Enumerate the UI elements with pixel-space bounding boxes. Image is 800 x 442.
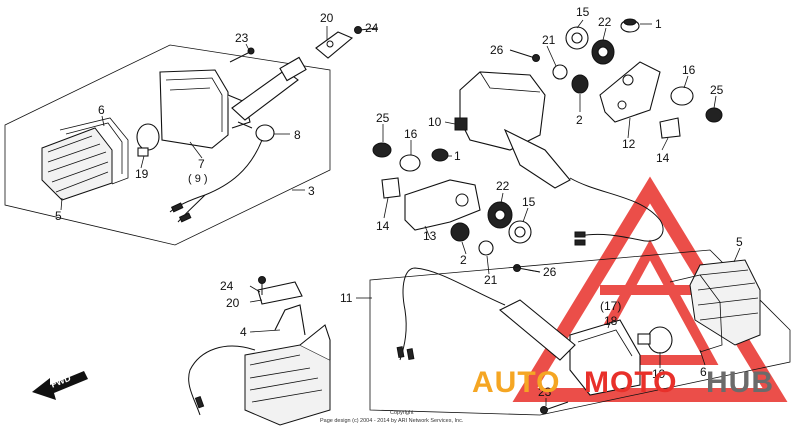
grommet-1-mid-icon: [431, 148, 449, 162]
bulb-19-icon: [136, 123, 160, 157]
bracket-13-icon: [404, 179, 481, 231]
clip-14-mid-icon: [381, 177, 401, 199]
callout-6-right: 6: [700, 365, 707, 379]
washer-22-top-icon: [591, 39, 615, 65]
callout-15: 15: [576, 5, 590, 19]
callout-22: 22: [598, 15, 612, 29]
lens-5-icon: [41, 127, 113, 201]
callout-5: 5: [55, 209, 62, 223]
bulb-19-right-icon: [637, 326, 673, 354]
turn-signal-10-icon: [454, 71, 664, 246]
callout-16-mid: 16: [404, 127, 418, 141]
callout-15-mid: 15: [522, 195, 536, 209]
callout-8: 8: [294, 128, 301, 142]
callout-1-mid: 1: [454, 149, 461, 163]
callout-19-right: 19: [652, 367, 666, 381]
callout-11: 11: [340, 291, 353, 305]
collar-16-top-icon: [670, 86, 694, 106]
grommet-8-icon: [237, 121, 275, 142]
nut-25-mid-icon: [372, 142, 392, 158]
clamp-20-lower-icon: [257, 281, 303, 305]
callout-10: 10: [428, 115, 442, 129]
callout-14-mid: 14: [376, 219, 390, 233]
rear-wire-icon: [399, 267, 506, 361]
copyright-line-2: Page design (c) 2004 - 2014 by ARI Netwo…: [320, 418, 464, 424]
washer-22-mid-icon: [487, 201, 513, 229]
spacer-21-mid-icon: [478, 240, 494, 256]
callout-20-lower: 20: [226, 296, 240, 310]
callout-3: 3: [308, 184, 315, 198]
bolt-26-top-icon: [509, 49, 540, 62]
grommet-1-top-icon: [620, 18, 640, 33]
front-left-assembly: [4, 44, 331, 246]
gasket-6-right-icon: [669, 274, 723, 353]
collar-16-mid-icon: [399, 154, 421, 172]
callout-19: 19: [135, 167, 149, 181]
wire-harness-icon: [169, 139, 263, 213]
signal-stem-icon: [499, 299, 576, 361]
nut-25-top-icon: [705, 107, 723, 123]
callout-labels: 20 24 23 6 5 19 7 ( 9 ) 8 3 15 22 1 26 2…: [55, 5, 743, 399]
callout-12: 12: [622, 137, 636, 151]
callout-2: 2: [576, 113, 583, 127]
rear-right-assembly: [369, 249, 791, 416]
callout-7-sub: ( 9 ): [188, 173, 208, 185]
watermark-hub: HUB: [706, 366, 774, 399]
callout-25: 25: [710, 83, 724, 97]
callout-26: 26: [490, 43, 504, 57]
collar-15-top-icon: [565, 26, 589, 50]
bracket-12-icon: [599, 61, 661, 123]
spacer-21-top-icon: [552, 64, 568, 80]
watermark-text: AUTO MOTO HUB: [472, 366, 774, 399]
gasket-6-icon: [59, 117, 129, 185]
watermark-moto: MOTO: [584, 366, 677, 399]
screw-23-icon: [229, 47, 255, 63]
callout-23: 23: [235, 31, 249, 45]
callout-21: 21: [542, 33, 556, 47]
callout-4: 4: [240, 325, 247, 339]
screw-23-lower-icon: [540, 401, 569, 414]
callout-6: 6: [98, 103, 105, 117]
callout-5-right: 5: [736, 235, 743, 249]
callout-2-mid: 2: [460, 253, 467, 267]
fwd-arrow-icon: [32, 371, 88, 400]
callout-1: 1: [655, 17, 662, 31]
callout-17: (17): [600, 299, 621, 313]
callout-21-mid: 21: [484, 273, 498, 287]
copyright-line-1: Copyright: [390, 410, 414, 416]
screw-24-icon: [354, 26, 379, 34]
screw-24-lower-icon: [258, 276, 266, 295]
callout-14: 14: [656, 151, 670, 165]
callout-24: 24: [365, 21, 379, 35]
clamp-20-icon: [315, 31, 354, 59]
watermark-auto: AUTO: [472, 366, 560, 399]
callout-26-mid: 26: [543, 265, 557, 279]
leader-lines: [60, 19, 741, 406]
mounting-stay-icon: [231, 69, 299, 121]
callout-7: 7: [198, 157, 205, 171]
callout-25-mid: 25: [376, 111, 390, 125]
grommet-2-mid-icon: [450, 222, 470, 242]
callout-18: 18: [604, 314, 618, 328]
callout-13: 13: [423, 229, 437, 243]
clip-14-top-icon: [659, 117, 681, 139]
grommet-2-top-icon: [571, 74, 589, 94]
callout-20: 20: [320, 11, 334, 25]
callout-22-mid: 22: [496, 179, 510, 193]
front-right-signal-4-icon: [188, 304, 331, 426]
callout-24-lower: 24: [220, 279, 234, 293]
callout-23-lower: 23: [538, 385, 552, 399]
callout-16: 16: [682, 63, 696, 77]
collar-15-mid-icon: [508, 220, 532, 244]
lens-5-right-icon: [689, 259, 761, 346]
